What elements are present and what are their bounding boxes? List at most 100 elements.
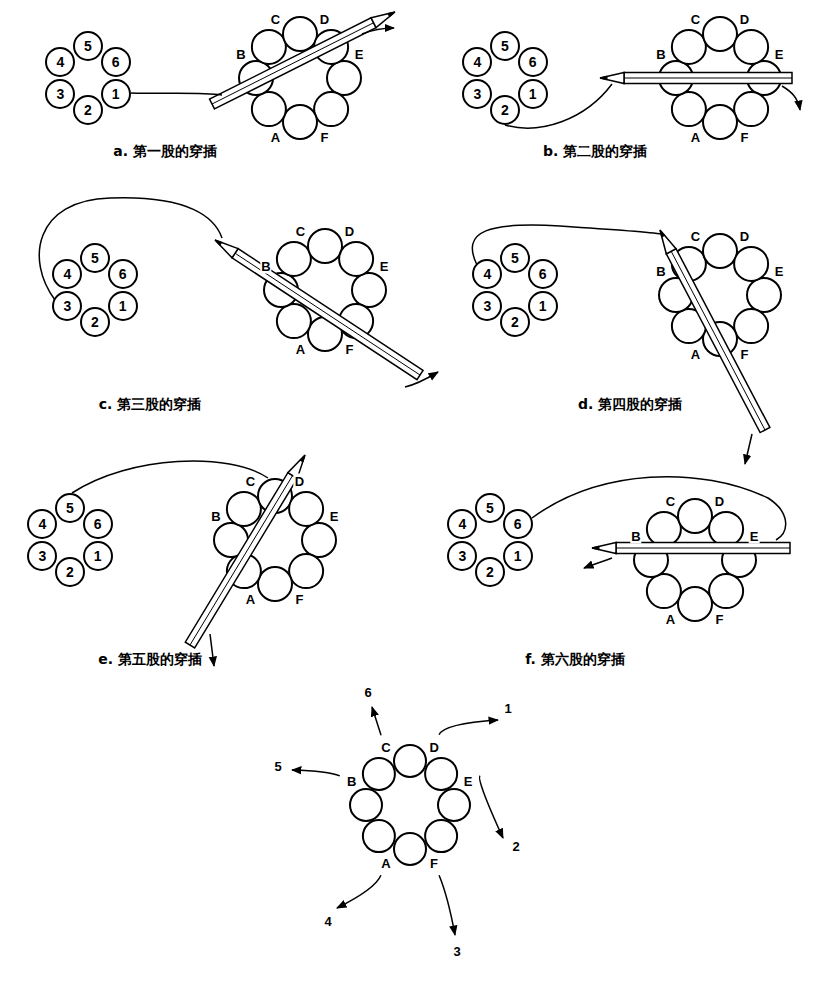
- strand-letter: C: [270, 11, 281, 26]
- strand-number-label: 4: [323, 914, 332, 929]
- strand-end-circle: 2: [80, 307, 110, 337]
- strand-end-circle: 2: [475, 557, 505, 587]
- rope-strand-circle: [352, 273, 386, 307]
- strand-end-arrow: [292, 770, 340, 776]
- strand-number: 6: [529, 55, 537, 69]
- strand-letter: A: [665, 612, 676, 627]
- rope-strand-circle: [425, 820, 457, 852]
- strand-end-circle: 3: [462, 79, 492, 109]
- pencil-edge: [212, 23, 374, 104]
- rope-strand-circle: [283, 17, 317, 51]
- pencil-body: [616, 543, 790, 554]
- strand-number: 4: [458, 517, 466, 531]
- strand-exit-arrow: [782, 86, 800, 110]
- pencil-lead: [215, 240, 222, 245]
- strand-number: 6: [514, 517, 522, 531]
- rope-strand-circle: [227, 492, 261, 526]
- strand-letter: A: [245, 592, 256, 607]
- rope-strand-circle: [308, 229, 342, 263]
- strand-end-circle: 4: [45, 47, 75, 77]
- rope-strand-circle: [425, 758, 457, 790]
- strand-end-circle: 3: [27, 541, 57, 571]
- strand-end-circle: 1: [101, 79, 131, 109]
- strand-letter: A: [380, 856, 391, 871]
- strand-number: 6: [112, 55, 120, 69]
- strand-letter: D: [739, 228, 750, 243]
- pencil-edge: [190, 476, 293, 645]
- rope-strand-circle: [283, 105, 317, 139]
- strand-letter: A: [690, 130, 701, 145]
- strand-letter: E: [463, 773, 474, 788]
- strand-number: 1: [119, 299, 127, 313]
- strand-letter: B: [655, 263, 666, 278]
- rope-strand-circle: [394, 745, 426, 777]
- strand-end-arrow: [480, 776, 503, 838]
- rope-strand-circle: [647, 512, 681, 546]
- rope-strand-circle: [672, 92, 706, 126]
- strand-end-circle: 3: [447, 541, 477, 571]
- rope-strand-circle: [747, 278, 781, 312]
- pencil-body: [624, 73, 792, 84]
- panel-caption: e. 第五股的穿插: [95, 650, 205, 670]
- rope-strand-circle: [277, 304, 311, 338]
- pencil-edge: [616, 548, 790, 549]
- pencil-tip: [660, 230, 676, 254]
- strand-number: 5: [486, 501, 494, 515]
- strand-letter: B: [235, 46, 246, 61]
- strand-letter: D: [344, 223, 355, 238]
- strand-line: [72, 461, 268, 493]
- strand-end-circle: 1: [108, 291, 138, 321]
- strand-number-label: 5: [273, 759, 282, 774]
- strand-number: 3: [56, 87, 64, 101]
- rope-strand-circle: [277, 242, 311, 276]
- strand-letter: F: [715, 612, 725, 627]
- strand-end-circle: 5: [500, 243, 530, 273]
- strand-line: [131, 93, 222, 95]
- strand-letter: B: [210, 508, 221, 523]
- strand-letter: C: [690, 11, 701, 26]
- rope-strand-circle: [327, 61, 361, 95]
- rope-strand-circle: [709, 512, 743, 546]
- strand-letter: D: [319, 11, 330, 26]
- strand-exit-arrow: [362, 28, 394, 34]
- strand-letter: A: [270, 130, 281, 145]
- strand-line: [532, 477, 786, 540]
- strand-number: 3: [458, 549, 466, 563]
- strand-end-circle: 3: [472, 291, 502, 321]
- rope-strand-circle: [252, 30, 286, 64]
- strand-letter: C: [245, 473, 256, 488]
- pencil-lead: [600, 76, 607, 80]
- strand-letter: C: [295, 223, 306, 238]
- rope-strand-circle: [647, 574, 681, 608]
- panel-caption: d. 第四股的穿插: [575, 395, 685, 415]
- rope-strand-circle: [289, 554, 323, 588]
- strand-end-circle: 2: [490, 95, 520, 125]
- strand-number: 5: [501, 39, 509, 53]
- strand-end-circle: 5: [55, 493, 85, 523]
- strand-end-circle: 2: [500, 307, 530, 337]
- strand-letter: E: [749, 528, 760, 543]
- strand-end-circle: 1: [503, 541, 533, 571]
- strand-number: 2: [66, 565, 74, 579]
- strand-end-circle: 6: [518, 47, 548, 77]
- strand-letter: C: [380, 739, 391, 754]
- strand-number-label: 3: [452, 944, 461, 959]
- rope-strand-circle: [289, 492, 323, 526]
- strand-letter: C: [665, 493, 676, 508]
- strand-letter: B: [630, 528, 641, 543]
- rope-strand-circle: [703, 17, 737, 51]
- strand-number: 3: [483, 299, 491, 313]
- strand-end-circle: 5: [73, 31, 103, 61]
- strand-number: 5: [91, 251, 99, 265]
- strand-number: 4: [483, 267, 491, 281]
- strand-end-arrow: [337, 875, 381, 908]
- strand-end-circle: 1: [83, 541, 113, 571]
- strand-exit-arrow: [745, 434, 752, 464]
- strand-letter: E: [354, 46, 365, 61]
- rope-strand-circle: [252, 92, 286, 126]
- strand-letter: E: [329, 508, 340, 523]
- strand-letter: E: [774, 46, 785, 61]
- rope-strand-circle: [734, 92, 768, 126]
- panel-caption: b. 第二股的穿插: [540, 142, 650, 162]
- strand-letter: B: [655, 46, 666, 61]
